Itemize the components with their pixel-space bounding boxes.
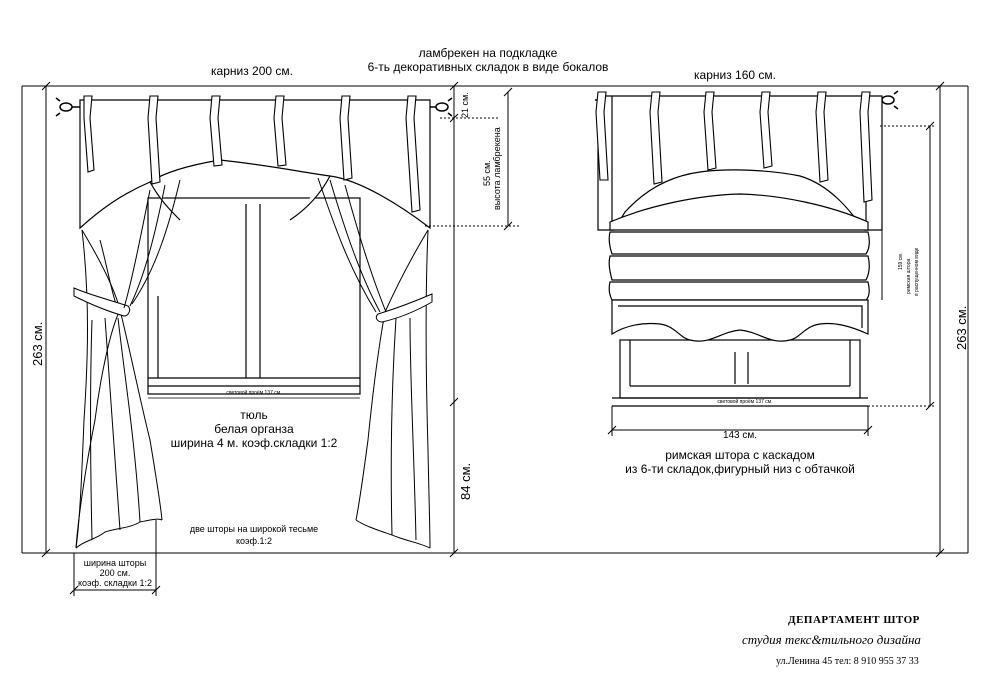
sill-height-label: 84 см. [458, 462, 473, 500]
center-dimensions [425, 81, 520, 558]
pelmet-height-label-2: высота ламбрекена [492, 127, 502, 210]
sheet-frame [21, 85, 969, 554]
curtain-width-line-2: 200 см. [99, 568, 131, 578]
left-height-dimension [41, 81, 51, 558]
brand-tagline: студия текс&тильного дизайна [742, 632, 921, 647]
curtain-width-line-3: коэф. складки 1:2 [77, 578, 153, 588]
tulle-line-2: белая органза [214, 422, 294, 436]
left-window [147, 197, 361, 395]
left-cornice-label: карниз 200 см. [211, 64, 293, 78]
curtain-width-line-1: ширина шторы [83, 558, 147, 568]
pelmet-label-line-2: 6-ть декоративных складок в виде бокалов [367, 60, 609, 74]
drapes-line-1: две шторы на широкой тесьме [189, 524, 319, 534]
brand-address: ул.Ленина 45 тел: 8 910 955 37 33 [776, 656, 919, 667]
pelmet-label-line-1: ламбрекен на подкладке [418, 46, 558, 60]
left-window-right-drape [317, 177, 433, 549]
right-window [612, 339, 868, 407]
pelmet-height-label-1: 55 см. [482, 160, 492, 186]
curtain-width-dimension [69, 520, 161, 596]
roman-height-label-1: 159 см. [898, 252, 904, 270]
right-pelmet [595, 91, 883, 231]
right-dimensions [607, 81, 945, 558]
left-total-height-label: 263 см. [30, 321, 45, 366]
left-light-opening-label: световой проём 137 см. [226, 390, 282, 396]
roman-blind [608, 193, 870, 342]
brand-name: ДЕПАРТАМЕНТ ШТОР [788, 614, 920, 626]
roman-height-label-3: в распущенном виде [914, 247, 920, 296]
left-drape [73, 179, 181, 549]
left-pelmet [79, 95, 431, 230]
roman-line-2: из 6-ти складок,фигурный низ с обтачкой [625, 462, 855, 476]
roman-height-label-2: римская штора [906, 258, 912, 294]
tulle-line-3: ширина 4 м. коэф.складки 1:2 [170, 436, 338, 450]
right-light-opening-label: световой проём 137 см. [717, 399, 773, 405]
tulle-line-1: тюль [240, 408, 268, 422]
right-width-label: 143 см. [722, 430, 758, 441]
roman-line-1: римская штора с каскадом [665, 448, 815, 462]
drapes-line-2: коэф.1:2 [235, 536, 273, 546]
top-gap-label: 21 см. [460, 92, 470, 118]
right-total-height-label: 263 см. [954, 305, 969, 350]
right-cornice-label: карниз 160 см. [694, 68, 776, 82]
